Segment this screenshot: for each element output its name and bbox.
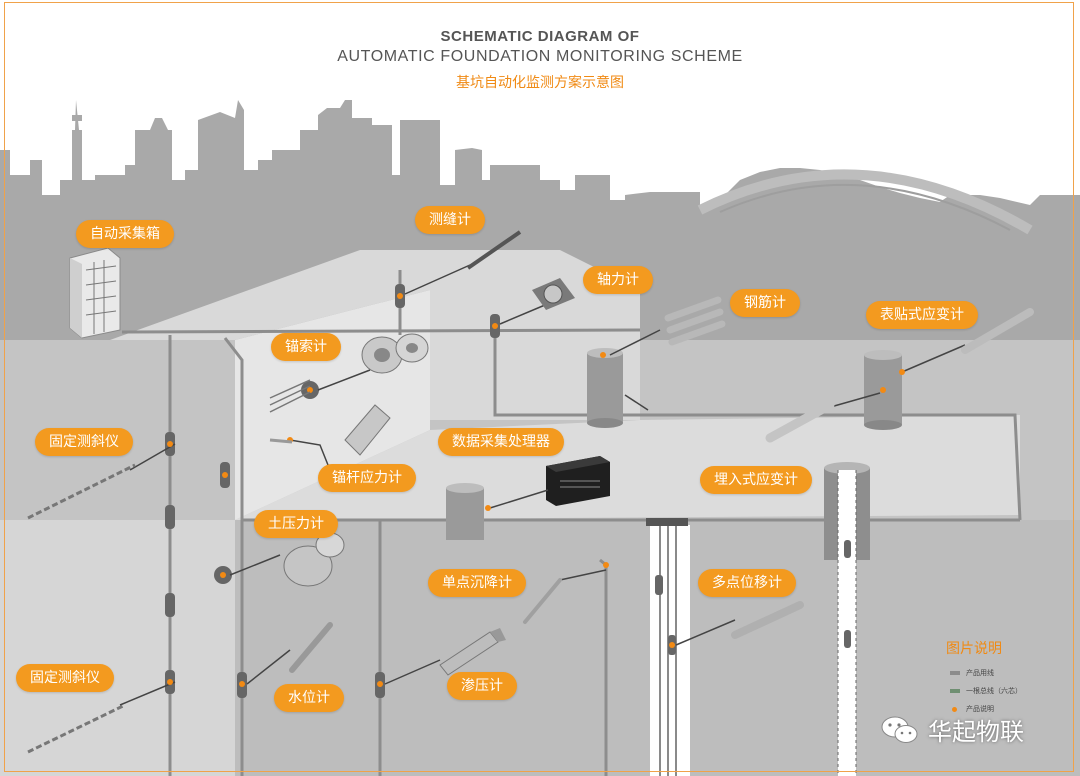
monitoring-post-axial xyxy=(587,348,623,428)
anchor-rod-device xyxy=(269,404,391,456)
label-rebar-meter: 钢筋计 xyxy=(730,289,800,317)
bridge-arch xyxy=(697,169,1033,235)
anchor-cable-device xyxy=(361,333,429,374)
auto-collection-box xyxy=(69,247,121,339)
legend-swatch-green xyxy=(950,689,960,693)
multi-displacement-device xyxy=(731,601,804,639)
rebar-meter-device xyxy=(664,296,726,346)
legend-item-bus-line: 一根总线（六芯） xyxy=(950,686,1022,700)
title-line-2: AUTOMATIC FOUNDATION MONITORING SCHEME xyxy=(337,48,743,65)
title-line-3: 基坑自动化监测方案示意图 xyxy=(456,75,624,91)
legend-marker-dot xyxy=(952,706,957,712)
sensor-leads xyxy=(119,264,966,706)
legend-swatch-gray xyxy=(950,671,960,675)
label-axial-force: 轴力计 xyxy=(583,266,653,294)
anchor-cables xyxy=(269,379,311,413)
label-anchor-cable: 锚索计 xyxy=(271,333,341,361)
label-earth-pressure: 土压力计 xyxy=(254,510,338,538)
settlement-device xyxy=(523,578,562,624)
legend-item-product-line: 产品用线 xyxy=(950,668,994,682)
wechat-icon xyxy=(881,716,918,743)
label-anchor-rod-stress: 锚杆应力计 xyxy=(318,464,416,492)
water-level-device xyxy=(289,622,333,673)
axial-force-device xyxy=(532,278,575,310)
city-skyline xyxy=(0,100,1080,340)
label-single-settlement: 单点沉降计 xyxy=(428,569,526,597)
data-processor-post xyxy=(446,483,484,540)
label-multi-displacement: 多点位移计 xyxy=(698,569,796,597)
label-inclinometer-top: 固定测斜仪 xyxy=(35,428,133,456)
sensor-markers xyxy=(167,293,905,687)
earth-pressure-device xyxy=(283,532,345,587)
label-water-level: 水位计 xyxy=(274,684,344,712)
label-crack-meter: 测缝计 xyxy=(415,206,485,234)
label-embedded-strain: 埋入式应变计 xyxy=(700,466,812,494)
embedded-pile xyxy=(824,462,870,776)
legend-label: 产品用线 xyxy=(966,669,994,677)
inclinometer-chain-top xyxy=(27,463,136,520)
watermark: 华起物联 xyxy=(880,712,1024,747)
data-processor-device xyxy=(546,456,610,506)
legend-item-marker: 产品说明 xyxy=(950,704,994,718)
extensometer-head xyxy=(646,518,688,526)
label-auto-box: 自动采集箱 xyxy=(76,220,174,248)
label-piezometer: 渗压计 xyxy=(447,672,517,700)
surface-strain-device xyxy=(961,308,1034,354)
label-inclinometer-bottom: 固定测斜仪 xyxy=(16,664,114,692)
legend-title: 图片说明 xyxy=(946,641,1002,657)
crack-meter-device xyxy=(466,230,522,270)
watermark-text: 华起物联 xyxy=(928,718,1024,746)
embedded-strain-device xyxy=(765,400,835,443)
legend-label: 一根总线（六芯） xyxy=(966,687,1022,695)
piezometer-device xyxy=(439,628,506,676)
title-line-1: SCHEMATIC DIAGRAM OF xyxy=(440,28,640,45)
label-data-processor: 数据采集处理器 xyxy=(438,428,564,456)
legend-label: 产品说明 xyxy=(966,705,994,713)
label-surface-strain: 表贴式应变计 xyxy=(866,301,978,329)
bus-cable xyxy=(121,270,1022,776)
